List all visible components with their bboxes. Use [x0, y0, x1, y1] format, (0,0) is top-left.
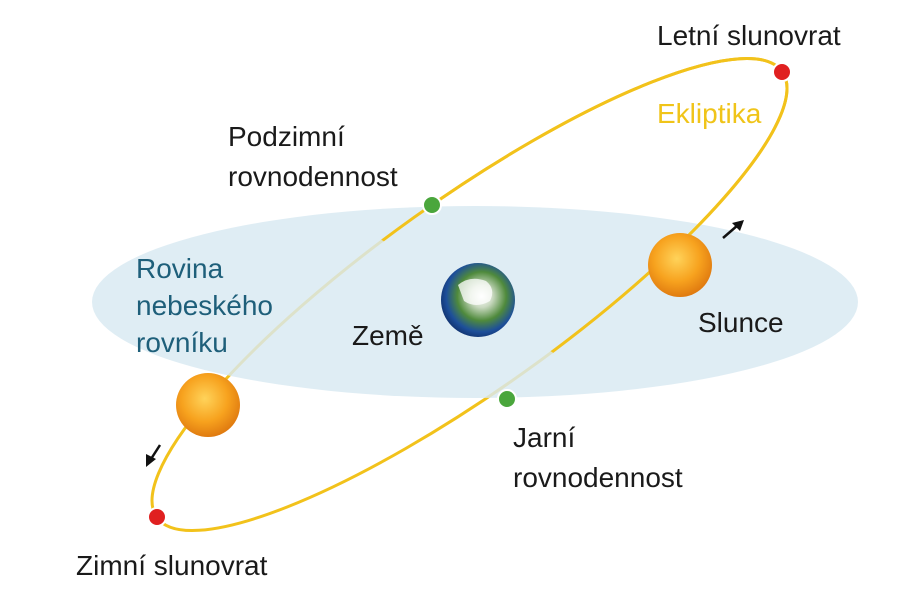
autumn-equinox-label: Podzimní — [228, 121, 345, 152]
direction-arrow-icon — [722, 220, 744, 239]
summer-solstice-point — [772, 62, 792, 82]
equator-plane-label: Rovina — [136, 253, 224, 284]
ecliptic-label: Ekliptika — [657, 98, 762, 129]
spring-equinox-label: rovnodennost — [513, 462, 683, 493]
autumn-equinox-point — [422, 195, 442, 215]
sun-icon — [648, 233, 712, 297]
summer-solstice-label: Letní slunovrat — [657, 20, 841, 51]
equator-plane-label: nebeského — [136, 290, 273, 321]
autumn-equinox-label: rovnodennost — [228, 161, 398, 192]
sun-label: Slunce — [698, 307, 784, 338]
winter-solstice-point — [147, 507, 167, 527]
spring-equinox-label: Jarní — [513, 422, 575, 453]
earth-icon — [441, 263, 515, 337]
direction-arrow-icon — [146, 444, 162, 467]
winter-solstice-label: Zimní slunovrat — [76, 550, 268, 581]
equator-plane-label: rovníku — [136, 327, 228, 358]
sun-icon — [176, 373, 240, 437]
earth-label: Země — [352, 320, 424, 351]
spring-equinox-point — [497, 389, 517, 409]
